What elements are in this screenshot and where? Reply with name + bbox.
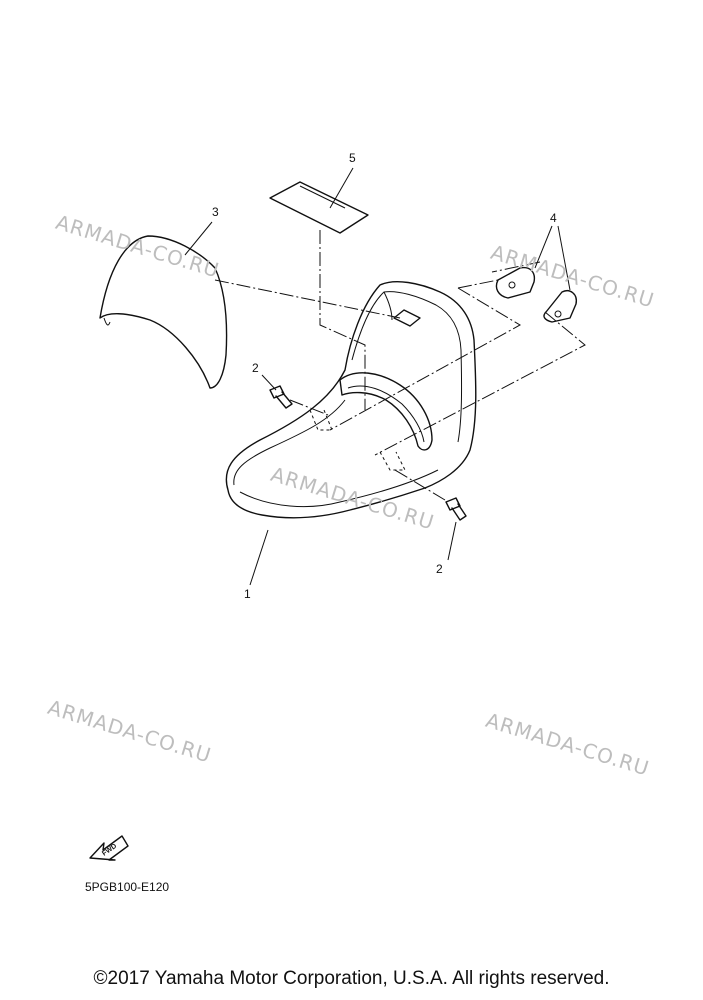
- fwd-arrow-icon: FWD: [89, 835, 129, 861]
- leader-lines: [184, 167, 571, 586]
- callout-2-upper: 2: [252, 361, 259, 375]
- callout-2-lower: 2: [436, 562, 443, 576]
- assembly-lines: [214, 230, 586, 501]
- part-4-bracket-lower: [543, 290, 577, 323]
- part-2-bolt-upper: [269, 385, 293, 409]
- copyright-notice: ©2017 Yamaha Motor Corporation, U.S.A. A…: [93, 968, 610, 989]
- part-1-seat: [225, 281, 477, 519]
- part-5-label-sticker: [269, 181, 369, 234]
- callout-4: 4: [550, 211, 557, 225]
- part-3-seat-cover: [99, 235, 228, 389]
- callout-3: 3: [212, 205, 219, 219]
- callout-5: 5: [349, 151, 356, 165]
- callout-1: 1: [244, 587, 251, 601]
- part-2-bolt-lower: [445, 497, 467, 521]
- diagram-code: 5PGB100-E120: [85, 880, 170, 894]
- part-4-bracket-upper: [495, 266, 536, 299]
